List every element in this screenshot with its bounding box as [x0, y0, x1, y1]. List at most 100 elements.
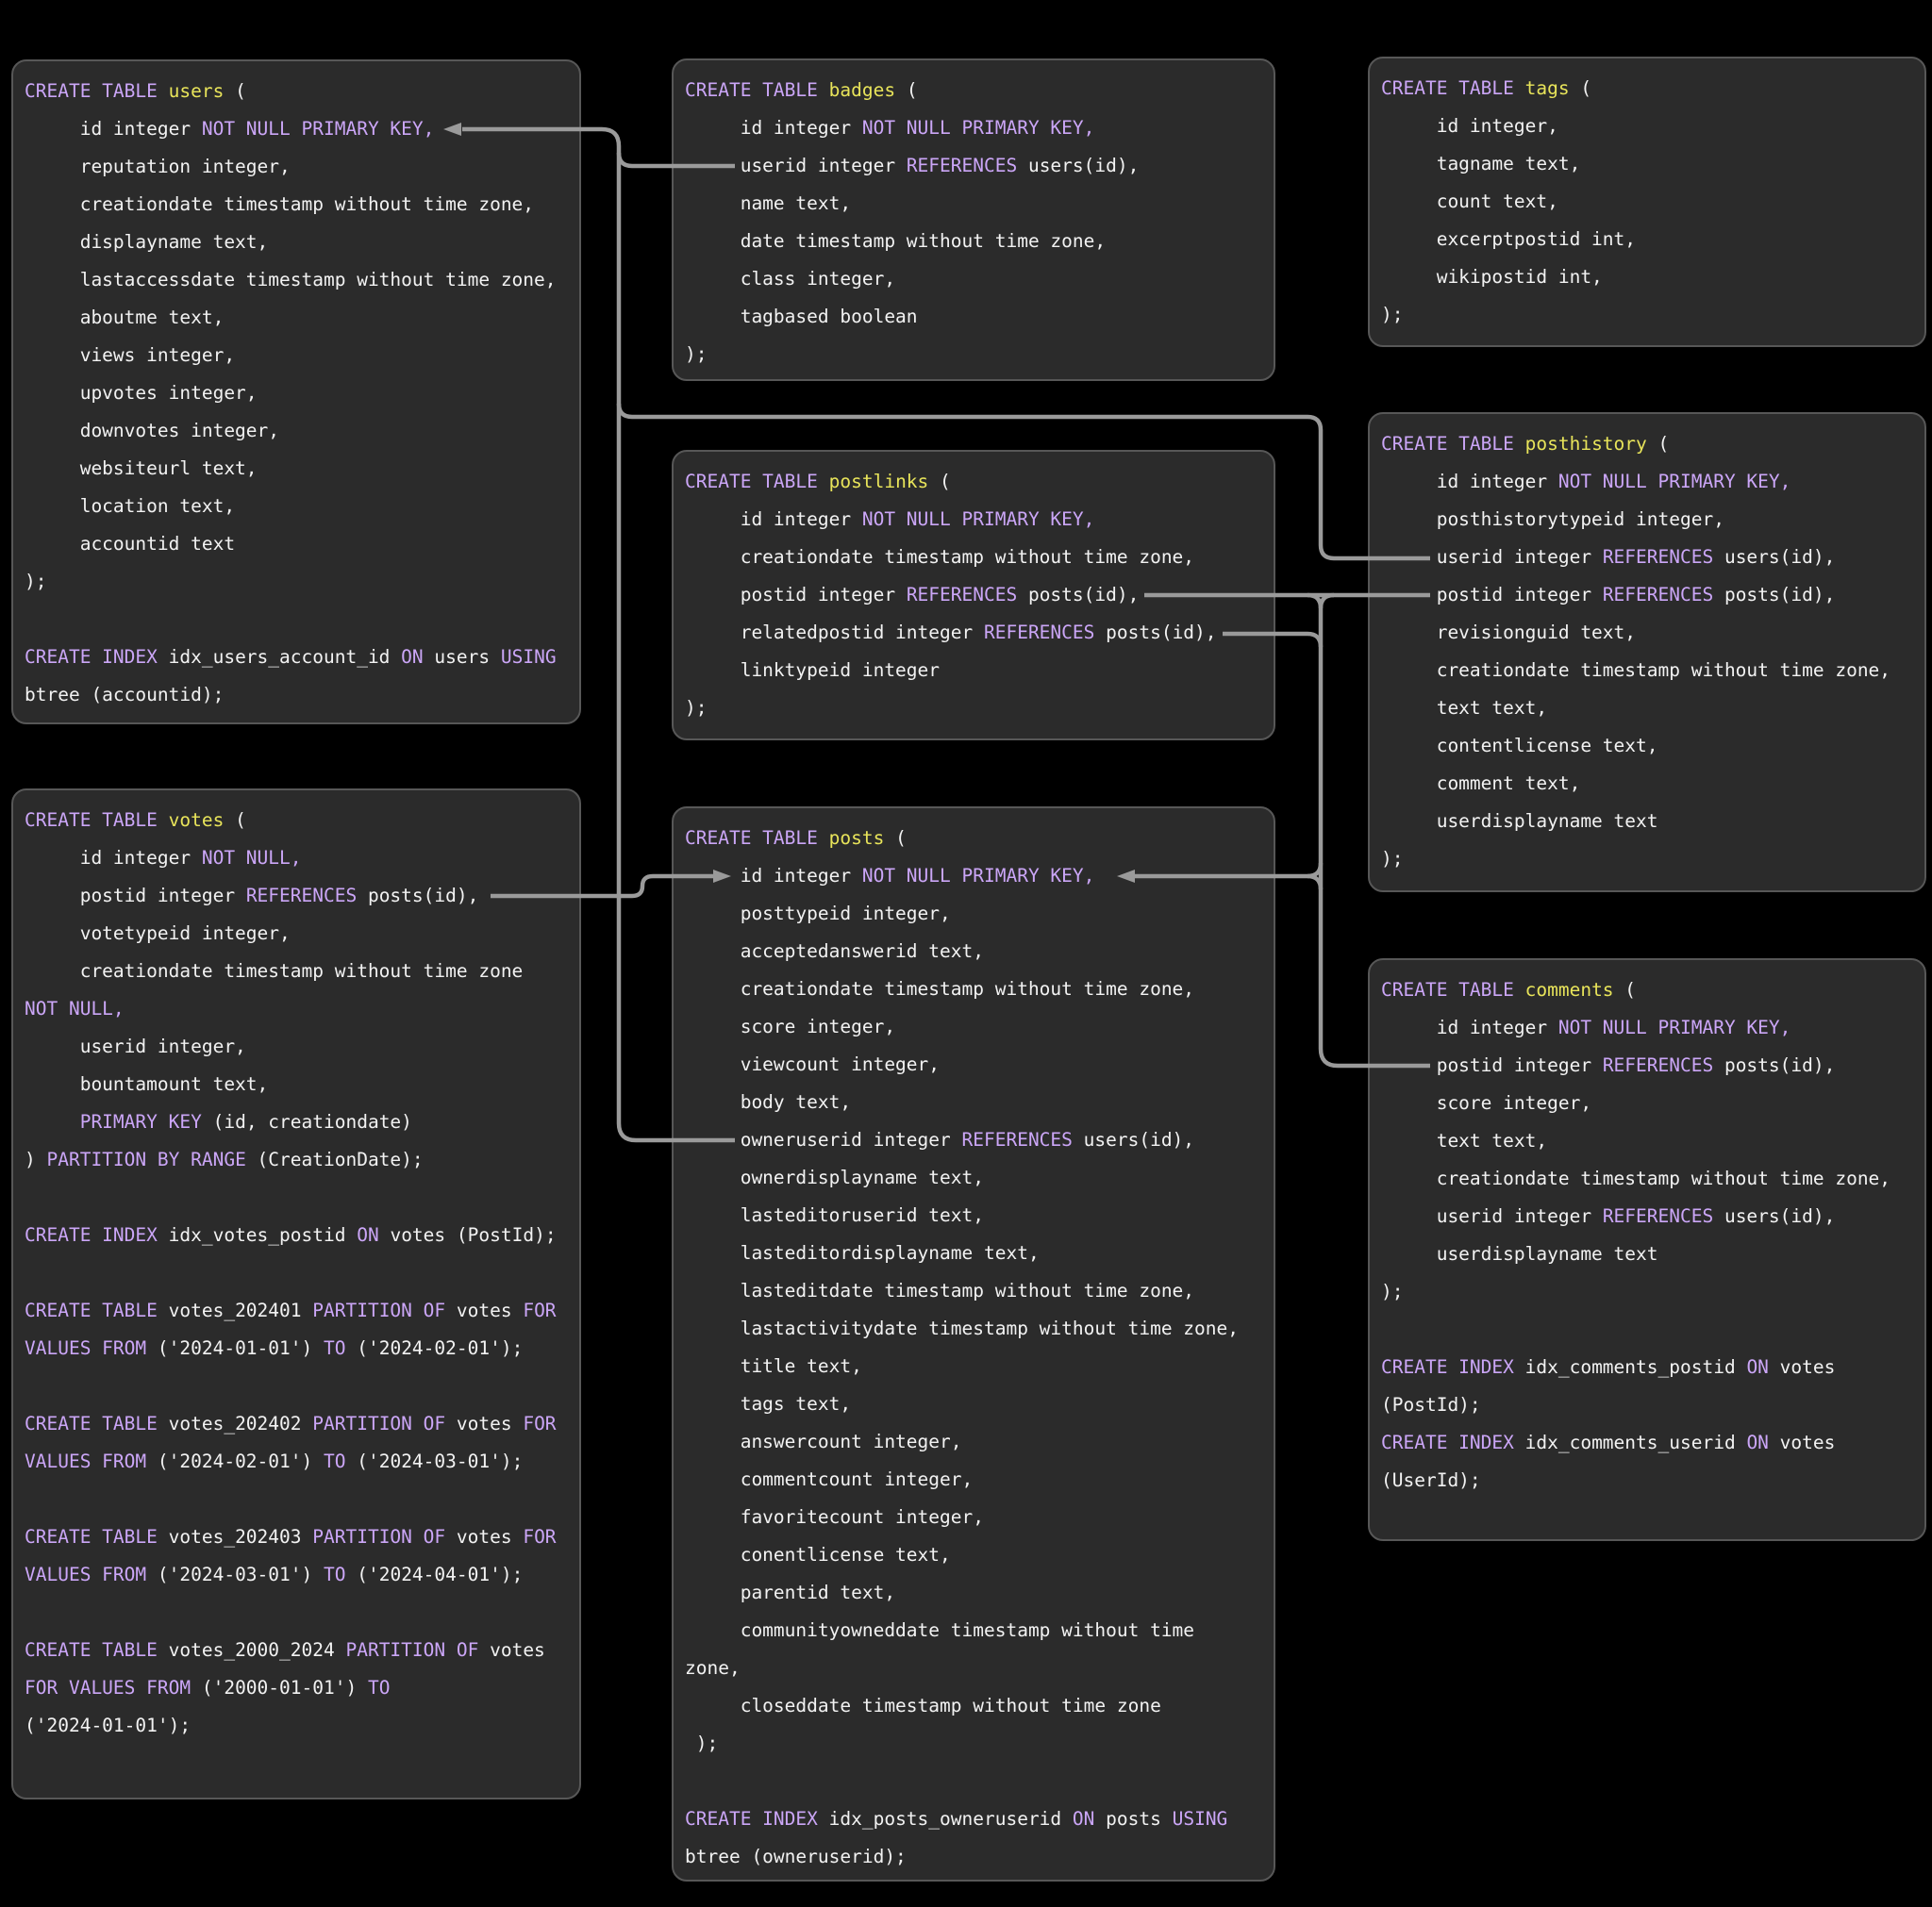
sql-text: creationdate timestamp without time zone… — [1381, 1168, 1891, 1189]
sql-line: id integer NOT NULL PRIMARY KEY, — [685, 857, 1262, 895]
sql-line: wikipostid int, — [1381, 258, 1913, 296]
sql-keyword: CREATE TABLE — [25, 1639, 169, 1661]
sql-line: tags text, — [685, 1385, 1262, 1423]
sql-line: owneruserid integer REFERENCES users(id)… — [685, 1121, 1262, 1159]
sql-line: postid integer REFERENCES posts(id), — [1381, 576, 1913, 614]
sql-line: NOT NULL, — [25, 990, 568, 1028]
sql-line: creationdate timestamp without time zone… — [685, 970, 1262, 1008]
sql-line: btree (owneruserid); — [685, 1838, 1262, 1876]
sql-line: contentlicense text, — [1381, 727, 1913, 765]
sql-text: votes_2000_2024 — [168, 1639, 346, 1661]
sql-keyword: REFERENCES — [961, 1129, 1084, 1151]
sql-text: ('2024-02-01'); — [357, 1337, 524, 1359]
sql-keyword: ON — [1746, 1356, 1780, 1378]
sql-text: closeddate timestamp without time zone — [685, 1695, 1161, 1716]
sql-text: ( — [928, 471, 951, 492]
sql-line: ); — [25, 563, 568, 601]
sql-text: lastaccessdate timestamp without time zo… — [25, 269, 557, 290]
sql-keyword: TO — [324, 1564, 358, 1585]
sql-text: userid integer — [1381, 546, 1603, 568]
sql-line: body text, — [685, 1084, 1262, 1121]
sql-line: excerptpostid int, — [1381, 221, 1913, 258]
sql-line: ); — [1381, 840, 1913, 878]
sql-text: ); — [25, 571, 47, 592]
sql-text: idx_comments_postid — [1524, 1356, 1747, 1378]
sql-line: CREATE TABLE votes_2000_2024 PARTITION O… — [25, 1632, 568, 1669]
sql-text: contentlicense text, — [1381, 735, 1658, 756]
sql-text: idx_users_account_id — [168, 646, 402, 668]
table-box-postlinks: CREATE TABLE postlinks ( id integer NOT … — [672, 450, 1275, 740]
sql-text: postid integer — [1381, 1054, 1603, 1076]
sql-text: ( — [224, 809, 246, 831]
sql-text: posts(id), — [1027, 584, 1140, 605]
sql-keyword: PARTITION OF — [345, 1639, 491, 1661]
rel-relatedpostid — [1223, 631, 1324, 648]
sql-keyword: VALUES FROM — [25, 1451, 158, 1472]
sql-table-name: badges — [828, 79, 896, 101]
sql-line: CREATE TABLE votes_202401 PARTITION OF v… — [25, 1292, 568, 1330]
sql-line: ) PARTITION BY RANGE (CreationDate); — [25, 1141, 568, 1179]
sql-line: ); — [1381, 1273, 1913, 1311]
sql-text: comment text, — [1381, 772, 1581, 794]
sql-line: text text, — [1381, 1122, 1913, 1160]
sql-text: ); — [685, 1733, 719, 1754]
sql-text: id integer — [1381, 471, 1558, 492]
table-box-users: CREATE TABLE users ( id integer NOT NULL… — [11, 59, 581, 724]
sql-line: posttypeid integer, — [685, 895, 1262, 933]
sql-text: userid integer — [1381, 1205, 1603, 1227]
sql-text: creationdate timestamp without time zone… — [25, 193, 535, 215]
sql-table-name: postlinks — [828, 471, 929, 492]
sql-line: creationdate timestamp without time zone… — [25, 186, 568, 224]
sql-text: count text, — [1381, 191, 1558, 212]
sql-text: userdisplayname text — [1381, 1243, 1658, 1265]
sql-line: id integer NOT NULL PRIMARY KEY, — [685, 501, 1262, 539]
sql-text: aboutme text, — [25, 307, 225, 328]
arrowhead-users-id — [443, 123, 461, 136]
sql-line: CREATE TABLE comments ( — [1381, 971, 1913, 1009]
sql-text: answercount integer, — [685, 1431, 962, 1452]
sql-text: ownerdisplayname text, — [685, 1167, 984, 1188]
sql-text: text text, — [1381, 697, 1548, 719]
sql-text: ('2024-01-01') — [157, 1337, 324, 1359]
sql-keyword: NOT NULL PRIMARY KEY, — [861, 508, 1095, 530]
sql-keyword: CREATE TABLE — [685, 827, 829, 849]
sql-line: userid integer REFERENCES users(id), — [685, 147, 1262, 185]
sql-line: text text, — [1381, 689, 1913, 727]
sql-line: views integer, — [25, 337, 568, 374]
rel-badges-userid — [616, 152, 735, 169]
sql-line: postid integer REFERENCES posts(id), — [685, 576, 1262, 614]
sql-text: ); — [1381, 1281, 1404, 1302]
table-box-badges: CREATE TABLE badges ( id integer NOT NUL… — [672, 58, 1275, 381]
sql-text: displayname text, — [25, 231, 269, 253]
sql-text: votes — [456, 1413, 524, 1434]
sql-line: websiteurl text, — [25, 450, 568, 488]
sql-keyword: PARTITION BY RANGE — [46, 1149, 258, 1170]
sql-text: id integer, — [1381, 115, 1558, 137]
sql-text: lastactivitydate timestamp without time … — [685, 1318, 1239, 1339]
sql-line: posthistorytypeid integer, — [1381, 501, 1913, 539]
sql-text: text text, — [1381, 1130, 1548, 1152]
sql-keyword: REFERENCES — [906, 155, 1028, 176]
sql-text: id integer — [1381, 1017, 1558, 1038]
sql-line: name text, — [685, 185, 1262, 223]
sql-text: idx_votes_postid — [168, 1224, 358, 1246]
sql-line: VALUES FROM ('2024-03-01') TO ('2024-04-… — [25, 1556, 568, 1594]
table-box-posthistory: CREATE TABLE posthistory ( id integer NO… — [1368, 412, 1926, 892]
sql-keyword: ON — [1746, 1432, 1780, 1453]
sql-text: posts(id), — [1724, 1054, 1836, 1076]
sql-line: closeddate timestamp without time zone — [685, 1687, 1262, 1725]
sql-keyword: CREATE INDEX — [25, 646, 169, 668]
sql-text: ); — [685, 343, 708, 365]
sql-text: idx_comments_userid — [1524, 1432, 1747, 1453]
sql-text: posts(id), — [1106, 622, 1217, 643]
sql-text: id integer — [685, 865, 862, 887]
sql-text: body text, — [685, 1091, 852, 1113]
sql-line: lasteditoruserid text, — [685, 1197, 1262, 1235]
rel-posts-id-fillet — [1307, 873, 1324, 890]
sql-line: creationdate timestamp without time zone — [25, 953, 568, 990]
sql-table-name: posthistory — [1524, 433, 1647, 455]
sql-text: postid integer — [25, 885, 246, 906]
sql-text: acceptedanswerid text, — [685, 940, 984, 962]
table-box-votes: CREATE TABLE votes ( id integer NOT NULL… — [11, 788, 581, 1799]
sql-text: votes — [456, 1526, 524, 1548]
